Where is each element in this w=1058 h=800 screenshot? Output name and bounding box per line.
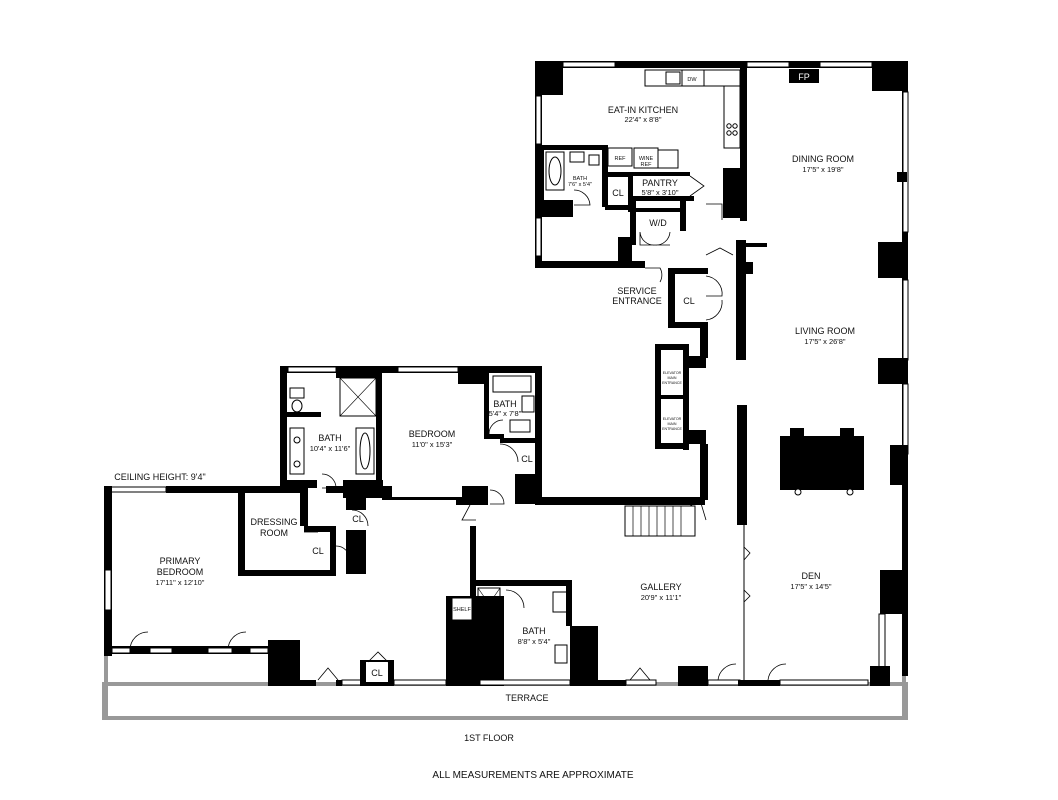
bedroom-name: BEDROOM: [409, 429, 456, 439]
gallery-bath-dims: 8'8" x 5'4": [518, 637, 551, 646]
kitchen-bath-dims: 7'6" x 5'4": [568, 182, 592, 188]
primary-bedroom-dims: 17'11" x 12'10": [156, 578, 205, 587]
ref-label: REF: [615, 156, 627, 162]
terrace-label: TERRACE: [505, 693, 548, 703]
core-walls: [655, 268, 723, 500]
bedroom-bath-name: BATH: [493, 399, 516, 409]
bedroom-dims: 11'0" x 15'3": [412, 440, 453, 449]
living-name: LIVING ROOM: [795, 326, 855, 336]
floor-label: 1ST FLOOR: [464, 733, 514, 743]
elevator-1-line1: ELEVATOR: [663, 371, 682, 375]
den-dims: 17'5" x 14'5": [790, 582, 831, 591]
dressing-room-line2: ROOM: [260, 528, 288, 538]
wine-label-2: REF: [641, 162, 653, 168]
elevator-2-line1: ELEVATOR: [663, 417, 682, 421]
elevator-2-line3: ENTRANCE: [662, 427, 682, 431]
kitchen-dims: 22'4" x 8'8": [625, 115, 662, 124]
service-entrance-line1: SERVICE: [617, 286, 656, 296]
main-bath-dims: 10'4" x 11'6": [310, 444, 351, 453]
wine-label-1: WINE: [639, 156, 654, 162]
kitchen-bath-name: BATH: [573, 176, 587, 182]
primary-bedroom-line1: PRIMARY: [160, 556, 201, 566]
shelf-label: SHELF: [453, 607, 471, 613]
measurements-disclaimer: ALL MEASUREMENTS ARE APPROXIMATE: [432, 770, 633, 781]
dressing-closet-label: CL: [352, 514, 364, 524]
primary-bedroom-line2: BEDROOM: [157, 567, 204, 577]
living-wing-walls: [736, 61, 909, 686]
elevator-1-line2: MAIN: [668, 376, 677, 380]
wd-label: W/D: [649, 218, 667, 228]
den-name: DEN: [801, 571, 820, 581]
room-labels: EAT-IN KITCHEN 22'4" x 8'8" DW BATH 7'6"…: [114, 72, 855, 781]
dressing-room-line1: DRESSING: [250, 517, 297, 527]
main-bath-name: BATH: [318, 433, 341, 443]
bedroom-closet-label: CL: [521, 454, 533, 464]
pantry-dims: 5'8" x 3'10": [642, 188, 679, 197]
dining-dims: 17'5" x 19'8": [802, 165, 843, 174]
pantry-name: PANTRY: [642, 178, 678, 188]
gallery-walls: [446, 497, 787, 686]
dressing-inner-closet-label: CL: [312, 546, 324, 556]
terrace-closet-label: CL: [371, 668, 383, 678]
bedroom-block-walls: [280, 366, 542, 505]
fireplace-label: FP: [798, 72, 810, 82]
kitchen-wing-walls: [535, 61, 747, 283]
service-entrance-line2: ENTRANCE: [612, 296, 662, 306]
gallery-name: GALLERY: [640, 582, 681, 592]
elevator-1-line3: ENTRANCE: [662, 381, 682, 385]
living-dims: 17'5" x 26'8": [804, 337, 845, 346]
gallery-bath-name: BATH: [522, 626, 545, 636]
gallery-dims: 20'9" x 11'1": [641, 593, 682, 602]
ceiling-height-note: CEILING HEIGHT: 9'4": [114, 472, 205, 482]
bedroom-bath-dims: 5'4" x 7'8": [489, 409, 522, 418]
service-closet-label: CL: [683, 296, 695, 306]
primary-bedroom-walls: [104, 486, 447, 686]
kitchen-name: EAT-IN KITCHEN: [608, 105, 678, 115]
kitchen-closet-label: CL: [612, 188, 624, 198]
elevator-2-line2: MAIN: [668, 422, 677, 426]
dining-name: DINING ROOM: [792, 154, 854, 164]
dw-label: DW: [687, 77, 697, 83]
